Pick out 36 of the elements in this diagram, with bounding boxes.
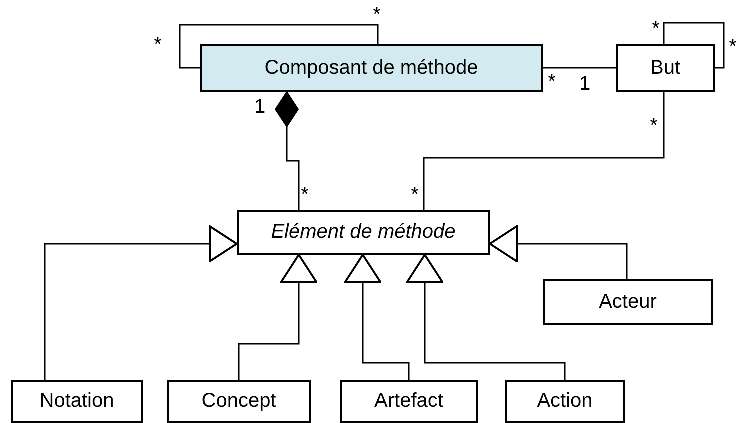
- class-box: [505, 380, 625, 423]
- class-box: [11, 380, 143, 423]
- class-name: Notation: [40, 390, 114, 413]
- multiplicity-label: *: [548, 72, 556, 92]
- multiplicity-label: 1: [579, 74, 591, 94]
- association-line: [423, 92, 665, 210]
- class-name: Action: [537, 390, 593, 413]
- class-name: Artefact: [374, 390, 444, 413]
- generalization-arrow: [406, 254, 566, 380]
- association-line: [179, 24, 379, 69]
- multiplicity-label: *: [652, 19, 660, 39]
- generalization-arrow: [489, 226, 628, 279]
- multiplicity-label: *: [650, 116, 658, 136]
- class-name: Composant de méthode: [264, 56, 478, 80]
- association-line: [543, 67, 616, 69]
- class-box: [340, 380, 478, 423]
- class-box: [237, 210, 490, 255]
- multiplicity-label: *: [411, 185, 419, 205]
- class-name: Concept: [202, 390, 276, 413]
- class-name: Elément de méthode: [271, 221, 456, 244]
- class-box: [200, 44, 543, 92]
- multiplicity-label: *: [373, 5, 381, 25]
- multiplicity-label: *: [301, 185, 309, 205]
- class-box: [616, 44, 715, 92]
- class-box: [543, 279, 713, 325]
- composition-line: [275, 92, 300, 210]
- generalization-arrow: [344, 254, 410, 380]
- multiplicity-label: *: [154, 35, 162, 55]
- class-name: But: [650, 56, 681, 80]
- multiplicity-label: 1: [254, 97, 266, 117]
- generalization-arrow: [238, 254, 318, 380]
- association-line: [663, 22, 725, 69]
- generalization-arrow: [44, 226, 238, 380]
- multiplicity-label: *: [729, 37, 737, 57]
- class-box: [167, 380, 311, 423]
- class-name: Acteur: [599, 290, 657, 314]
